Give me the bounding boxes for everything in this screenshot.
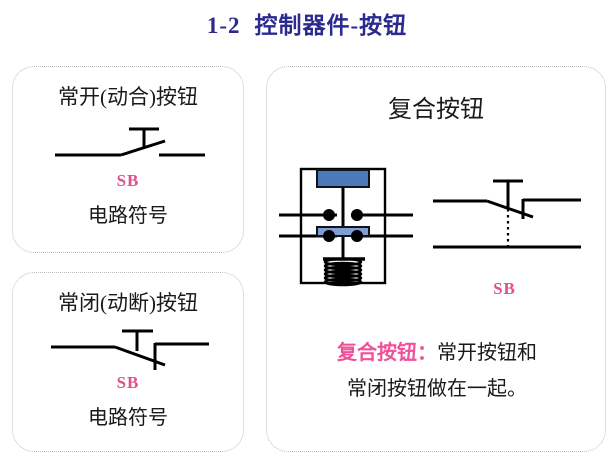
compound-note-label: 复合按钮：: [337, 342, 437, 364]
normally-open-heading: 常开(动合)按钮: [58, 85, 198, 109]
normally-closed-heading: 常闭(动断)按钮: [58, 291, 198, 315]
compound-note: 复合按钮：常开按钮和 常闭按钮做在一起。: [275, 335, 599, 407]
normally-open-caption: 电路符号: [88, 205, 168, 227]
normally-open-designator: SB: [116, 171, 140, 190]
compound-note-line1: 常开按钮和: [437, 342, 537, 364]
compound-pushbutton-symbol: [429, 167, 599, 276]
compound-note-line2: 常闭按钮做在一起。: [347, 378, 527, 400]
compound-pushbutton-construction-diagram: [279, 163, 419, 294]
normally-open-pushbutton-symbol: [13, 121, 243, 172]
normally-closed-pushbutton-symbol: [13, 325, 243, 380]
panel-normally-open-button: 常开(动合)按钮 SB 电路符号: [12, 66, 244, 253]
compound-heading: 复合按钮: [388, 97, 484, 123]
page-title: 1-2 控制器件-按钮: [0, 6, 614, 40]
normally-closed-designator: SB: [116, 373, 140, 392]
panel-normally-closed-button: 常闭(动断)按钮 SB 电路符号: [12, 272, 244, 452]
panel-compound-button: 复合按钮: [266, 66, 606, 452]
normally-closed-caption: 电路符号: [88, 407, 168, 429]
page-title-number: 1-2: [206, 13, 241, 38]
compound-designator: SB: [493, 279, 516, 298]
page-title-text: 控制器件-按钮: [254, 13, 408, 38]
